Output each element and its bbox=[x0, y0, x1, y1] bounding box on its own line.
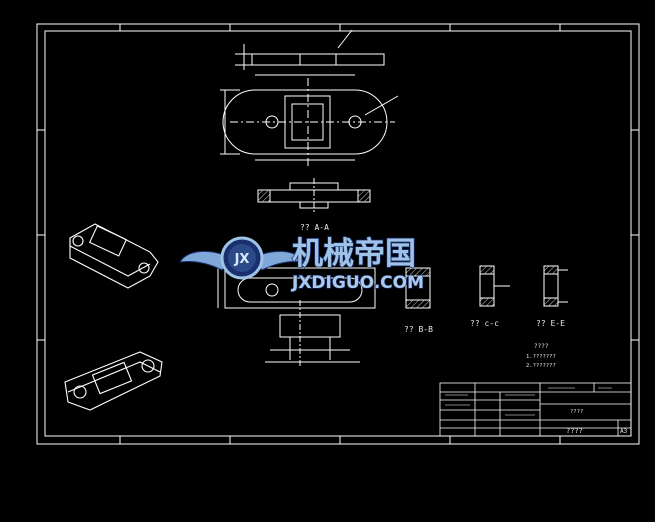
drawing-name: ???? bbox=[570, 409, 583, 415]
watermark-domain: JXDIGUO.COM bbox=[291, 273, 424, 293]
section-cc-label: ?? c-c bbox=[470, 319, 499, 328]
sheet-size: A3 bbox=[620, 428, 628, 435]
isometric-view-bottom bbox=[64, 351, 163, 411]
drawing-frame bbox=[36, 23, 640, 445]
section-bb-view bbox=[405, 267, 431, 309]
watermark-chinese: 机械帝国 bbox=[292, 236, 416, 272]
title-block bbox=[439, 382, 632, 437]
zone-ticks bbox=[37, 24, 639, 444]
inner-border bbox=[44, 30, 632, 437]
section-ee-label: ?? E-E bbox=[536, 319, 565, 328]
front-view bbox=[217, 267, 376, 368]
wings-emblem-icon bbox=[179, 236, 305, 280]
notes-line-2: 2.??????? bbox=[526, 363, 556, 369]
section-bb-label: ?? B-B bbox=[404, 325, 433, 334]
part-name: ???? bbox=[566, 427, 583, 435]
notes-line-1: 1.??????? bbox=[526, 354, 556, 360]
emblem-text: JX bbox=[234, 252, 250, 267]
notes-heading: ???? bbox=[534, 343, 549, 350]
isometric-view-top bbox=[69, 223, 159, 289]
section-ee-view bbox=[543, 265, 568, 307]
top-elevation-view bbox=[235, 29, 385, 70]
section-cc-view bbox=[479, 265, 510, 307]
section-aa-view bbox=[257, 178, 371, 214]
section-aa-label: ?? A-A bbox=[300, 223, 329, 232]
watermark: JX 机械帝国 JXDIGUO.COM bbox=[179, 235, 425, 294]
outer-border bbox=[36, 23, 640, 445]
plan-view bbox=[220, 74, 399, 168]
